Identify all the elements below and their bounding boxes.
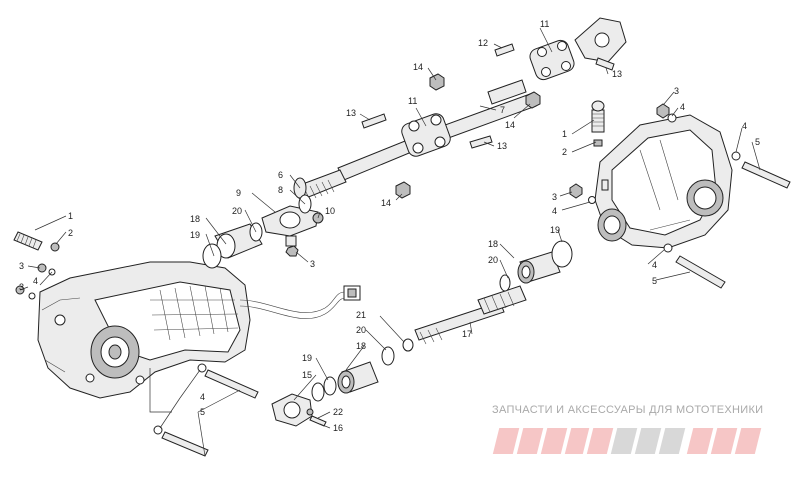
callout-11: 11	[408, 96, 417, 106]
rear-output-shaft	[402, 285, 527, 352]
callout-14: 14	[413, 62, 423, 72]
callout-17: 17	[462, 329, 472, 339]
callout-3: 3	[19, 282, 24, 292]
partsfor-watermark-logo	[492, 428, 762, 454]
front-breather-hose	[13, 231, 60, 252]
rear-mount-bolts-and-washers	[569, 103, 791, 289]
callout-3: 3	[552, 192, 557, 202]
callout-4: 4	[652, 260, 657, 270]
flex-coupler-front	[401, 113, 451, 157]
callout-15: 15	[302, 370, 312, 380]
callout-3: 3	[674, 86, 679, 96]
callout-5: 5	[200, 407, 205, 417]
callout-1: 1	[68, 211, 73, 221]
rear-differential-housing	[594, 114, 733, 249]
seal-retainer-plate	[271, 393, 327, 427]
callout-18: 18	[190, 214, 200, 224]
callout-4: 4	[680, 102, 685, 112]
center-bearing-parts	[202, 177, 312, 269]
callout-3: 3	[310, 259, 315, 269]
callout-20: 20	[356, 325, 366, 335]
callout-1: 1	[562, 129, 567, 139]
callout-4: 4	[200, 392, 205, 402]
callout-20: 20	[232, 206, 242, 216]
callout-2: 2	[562, 147, 567, 157]
callout-10: 10	[325, 206, 335, 216]
callout-2: 2	[68, 228, 73, 238]
callout-16: 16	[333, 423, 343, 433]
callout-12: 12	[478, 38, 488, 48]
callout-13: 13	[497, 141, 507, 151]
watermark-tagline: ЗАПЧАСТИ И АКСЕССУАРЫ ДЛЯ МОТОТЕХНИКИ	[492, 404, 764, 416]
callout-11: 11	[540, 19, 549, 29]
callout-22: 22	[333, 407, 343, 417]
callout-14: 14	[381, 198, 391, 208]
front-gearcase-housing	[37, 261, 251, 399]
callout-labels: 1 2 3 3 4 4 5 18 19 20 9 6 8 10 3 11 11 …	[19, 19, 760, 433]
callout-5: 5	[755, 137, 760, 147]
center-bearing-carrier	[261, 205, 324, 257]
callout-13: 13	[346, 108, 356, 118]
wire-harness	[239, 285, 361, 319]
front-output-seals	[311, 346, 395, 402]
callout-4: 4	[552, 206, 557, 216]
callout-7: 7	[500, 105, 505, 115]
callout-9: 9	[236, 188, 241, 198]
callout-18: 18	[488, 239, 498, 249]
callout-20: 20	[488, 255, 498, 265]
callout-4: 4	[33, 276, 38, 286]
coupler-bolts-and-nuts	[361, 43, 615, 199]
callout-13: 13	[612, 69, 622, 79]
rear-output-seals	[499, 240, 573, 292]
callout-4: 4	[742, 121, 747, 131]
callout-19: 19	[550, 225, 560, 235]
flex-coupler-rear	[529, 39, 575, 81]
rear-yoke-flange	[574, 17, 627, 63]
callout-21: 21	[356, 310, 366, 320]
callout-5: 5	[652, 276, 657, 286]
callout-19: 19	[190, 230, 200, 240]
callout-3: 3	[19, 261, 24, 271]
callout-6: 6	[278, 170, 283, 180]
callout-8: 8	[278, 185, 283, 195]
front-driveshaft	[299, 79, 537, 201]
leader-lines	[19, 27, 761, 457]
callout-19: 19	[302, 353, 312, 363]
callout-14: 14	[505, 120, 515, 130]
callout-18: 18	[356, 341, 366, 351]
